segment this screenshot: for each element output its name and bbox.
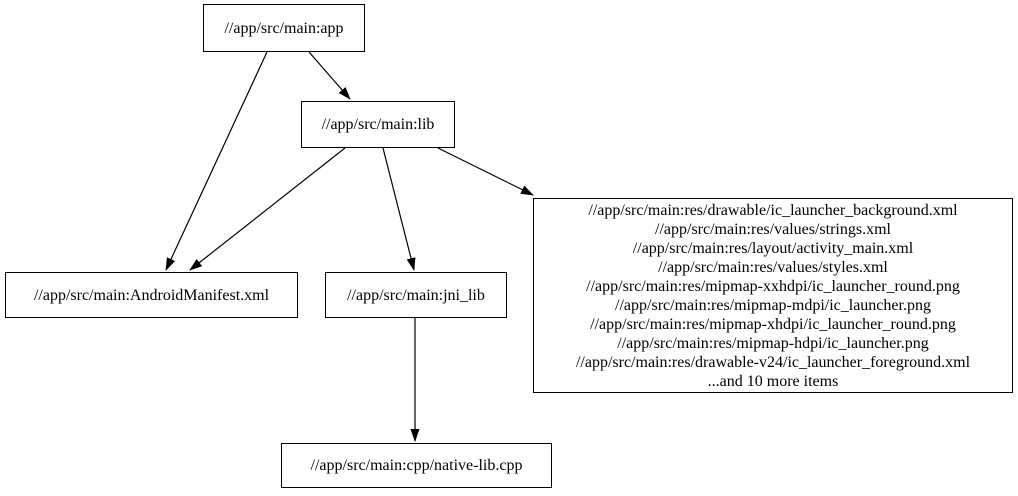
node-lib: //app/src/main:lib: [301, 101, 455, 148]
res-group-line: //app/src/main:res/drawable/ic_launcher_…: [588, 201, 958, 219]
res-group-more-items: ...and 10 more items: [707, 372, 839, 390]
node-app: //app/src/main:app: [203, 4, 365, 52]
edge-app-to-manifest: [165, 51, 268, 271]
node-native-cpp: //app/src/main:cpp/native-lib.cpp: [281, 443, 552, 488]
node-android-manifest: //app/src/main:AndroidManifest.xml: [5, 272, 298, 318]
res-group-line: //app/src/main:res/layout/activity_main.…: [632, 239, 914, 257]
node-jni-lib-label: //app/src/main:jni_lib: [347, 286, 485, 304]
node-android-manifest-label: //app/src/main:AndroidManifest.xml: [33, 286, 270, 304]
edge-lib-to-jni-lib: [382, 147, 416, 271]
node-res-group: //app/src/main:res/drawable/ic_launcher_…: [533, 198, 1013, 393]
res-group-line: //app/src/main:res/values/styles.xml: [658, 258, 888, 276]
res-group-line: //app/src/main:res/mipmap-xhdpi/ic_launc…: [590, 315, 956, 333]
node-native-cpp-label: //app/src/main:cpp/native-lib.cpp: [310, 457, 523, 474]
res-group-line: //app/src/main:res/mipmap-hdpi/ic_launch…: [617, 334, 929, 352]
node-jni-lib: //app/src/main:jni_lib: [325, 272, 507, 318]
node-app-label: //app/src/main:app: [224, 19, 344, 37]
edge-lib-to-manifest: [189, 147, 346, 271]
res-group-line: //app/src/main:res/mipmap-mdpi/ic_launch…: [615, 296, 931, 314]
edge-lib-to-res-group: [437, 147, 534, 196]
node-lib-label: //app/src/main:lib: [321, 116, 435, 133]
res-group-line: //app/src/main:res/values/strings.xml: [655, 220, 891, 238]
res-group-line: //app/src/main:res/drawable-v24/ic_launc…: [575, 353, 971, 371]
res-group-line: //app/src/main:res/mipmap-xxhdpi/ic_laun…: [586, 277, 960, 295]
edge-app-to-lib: [308, 51, 351, 100]
